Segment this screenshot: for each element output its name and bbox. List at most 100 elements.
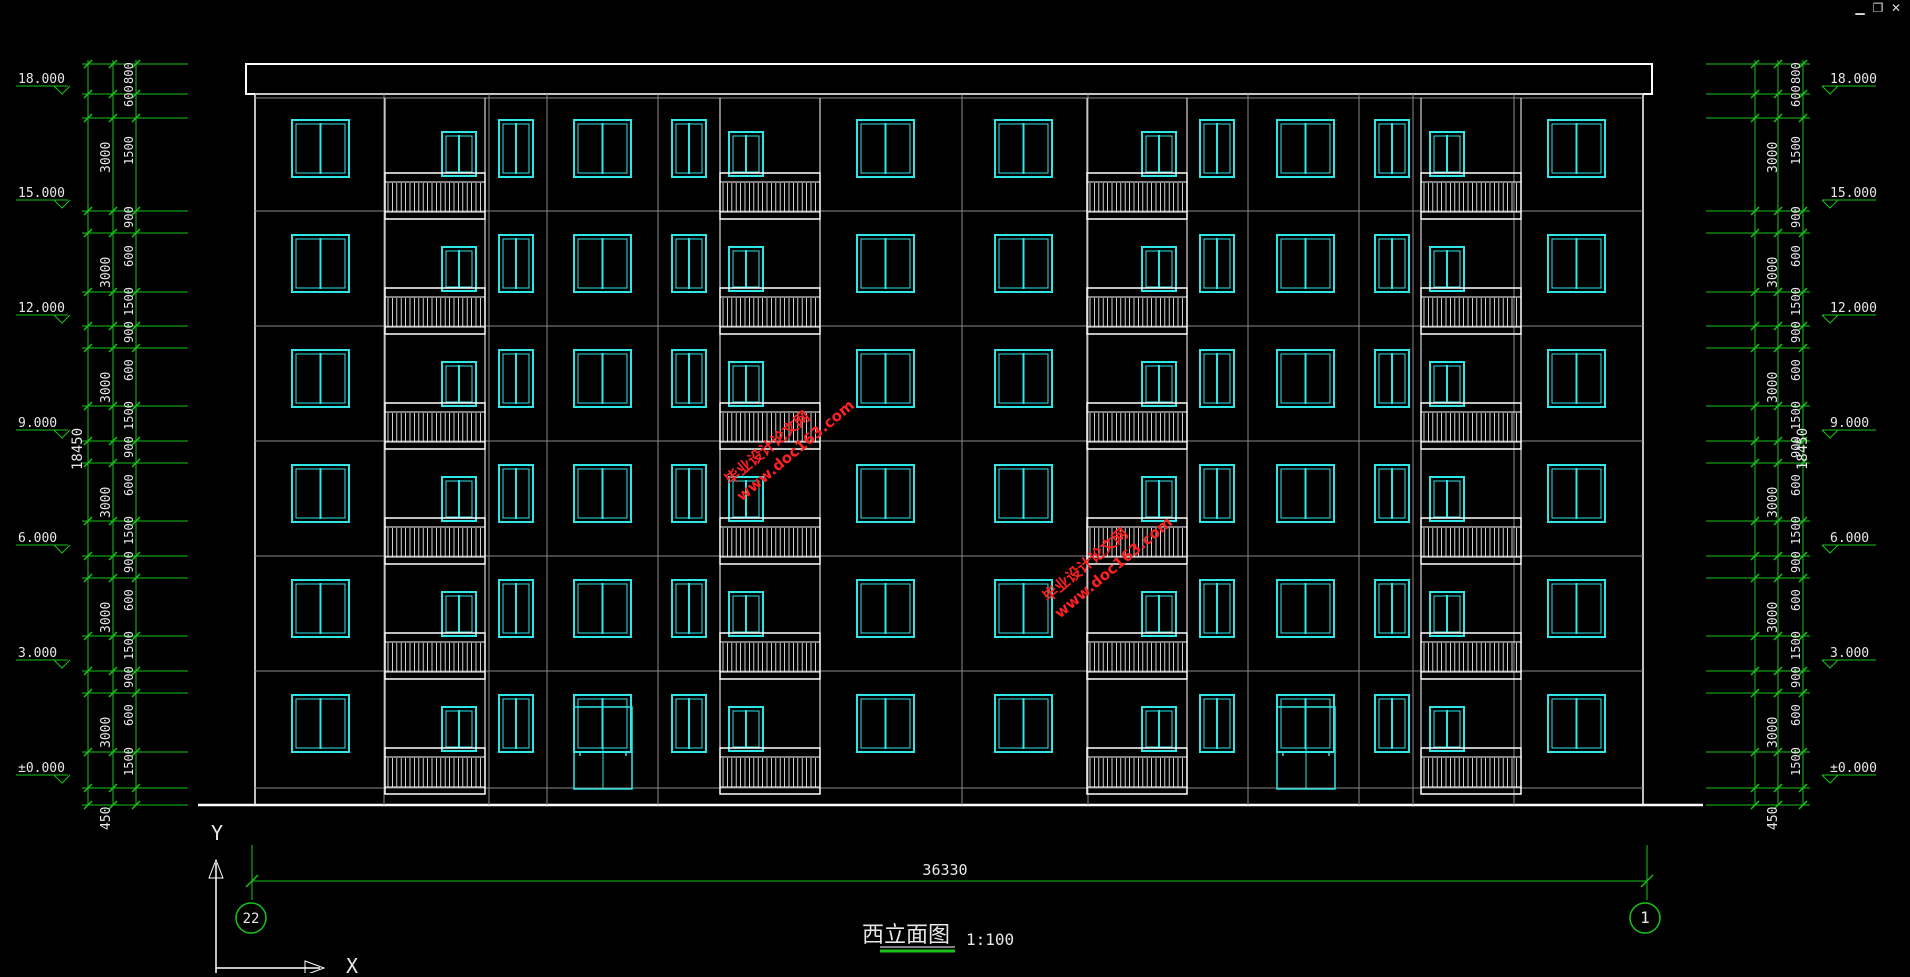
elevation-marker-left: 9.000 <box>16 416 71 439</box>
window-frame <box>1429 131 1465 177</box>
detail-dim-right: 1500 <box>1789 747 1803 776</box>
detail-dim-right: 800 <box>1789 62 1803 84</box>
watermark-stamp: 毕业设计论文网 www.doc163.com <box>721 396 858 505</box>
detail-dim-left: 900 <box>122 321 136 343</box>
detail-dim-right: 1500 <box>1789 631 1803 660</box>
detail-dim-left: 1500 <box>122 516 136 545</box>
window-frame <box>994 464 1053 523</box>
minimize-button[interactable]: ▁ <box>1855 1 1865 15</box>
dimension-slash <box>131 688 141 698</box>
window <box>1429 476 1465 522</box>
entry-door <box>1276 706 1336 790</box>
window <box>671 349 707 408</box>
window-frame <box>671 349 707 408</box>
grid-bubble-left <box>235 902 267 934</box>
window <box>291 119 350 178</box>
grid-bubble-right <box>1629 902 1661 934</box>
dimension-slash <box>1798 206 1808 216</box>
dimension-slash <box>1798 666 1808 676</box>
window <box>994 694 1053 753</box>
dimension-annotations: 18.00015.00012.0009.0006.0003.000±0.0001… <box>16 59 1877 976</box>
dimension-slash <box>1773 666 1783 676</box>
window-frame <box>291 119 350 178</box>
window <box>441 361 477 407</box>
total-height-dim-right: 18450 <box>1795 428 1811 470</box>
dimension-slash <box>83 113 93 123</box>
elevation-marker-right: 3.000 <box>1821 646 1876 669</box>
window <box>498 464 534 523</box>
dimension-slash <box>108 59 118 69</box>
elevation-marker-left: ±0.000 <box>16 761 71 784</box>
window <box>1429 361 1465 407</box>
dimension-slash <box>108 800 118 810</box>
dimension-slash <box>83 688 93 698</box>
window <box>1199 349 1235 408</box>
elevation-triangle <box>53 659 71 669</box>
window <box>1141 246 1177 292</box>
dimension-slash <box>83 401 93 411</box>
window <box>1547 349 1606 408</box>
window <box>728 476 764 522</box>
window <box>291 694 350 753</box>
dimension-slash <box>131 343 141 353</box>
balcony <box>1086 287 1188 335</box>
window <box>671 694 707 753</box>
window-frame <box>441 361 477 407</box>
window-frame <box>671 694 707 753</box>
dimension-slash <box>1798 89 1808 99</box>
balcony <box>384 402 486 450</box>
floor-height-dim-right: 3000 <box>1766 602 1781 633</box>
dimension-slash <box>83 287 93 297</box>
drawing-scale: 1:100 <box>966 930 1014 949</box>
window-frame <box>994 349 1053 408</box>
window <box>291 349 350 408</box>
dimension-slash <box>1798 631 1808 641</box>
balcony <box>719 517 821 565</box>
elevation-triangle <box>53 429 71 439</box>
window-frame <box>671 119 707 178</box>
balcony <box>1420 517 1522 565</box>
close-button[interactable]: ✕ <box>1890 1 1902 15</box>
detail-dim-left: 1500 <box>122 401 136 430</box>
dimension-slash <box>1798 458 1808 468</box>
dimension-slash <box>1798 321 1808 331</box>
balcony <box>384 287 486 335</box>
window <box>498 694 534 753</box>
window <box>498 579 534 638</box>
ucs-y-arrow <box>208 858 224 879</box>
dimension-slash <box>1750 666 1760 676</box>
detail-dim-left: 600 <box>122 359 136 381</box>
dimension-slash <box>1798 113 1808 123</box>
dimension-slash <box>1750 287 1760 297</box>
restore-button[interactable]: ❐ <box>1872 1 1884 15</box>
detail-dim-left: 600 <box>122 245 136 267</box>
dimension-slash <box>1773 89 1783 99</box>
window-frame <box>994 694 1053 753</box>
elevation-triangle <box>1821 429 1839 439</box>
dimension-slash <box>1798 688 1808 698</box>
elevation-label-left: ±0.000 <box>18 761 65 776</box>
window-frame <box>498 579 534 638</box>
detail-dim-right: 600 <box>1789 85 1803 107</box>
window-frame <box>498 464 534 523</box>
window-frame <box>291 464 350 523</box>
window-frame <box>728 591 764 637</box>
elevation-triangle <box>1821 774 1839 784</box>
window <box>671 234 707 293</box>
window-frame <box>1141 361 1177 407</box>
dimension-slash <box>1750 688 1760 698</box>
window-frame <box>1141 131 1177 177</box>
parapet <box>245 63 1653 95</box>
window <box>994 119 1053 178</box>
floor-height-dim-right: 3000 <box>1766 717 1781 748</box>
dimension-slash <box>108 631 118 641</box>
window <box>498 119 534 178</box>
window-frame <box>1547 694 1606 753</box>
balcony <box>1086 402 1188 450</box>
window-frame <box>1429 476 1465 522</box>
elevation-triangle <box>1821 544 1839 554</box>
dimension-slash <box>83 89 93 99</box>
dimension-slash <box>108 436 118 446</box>
